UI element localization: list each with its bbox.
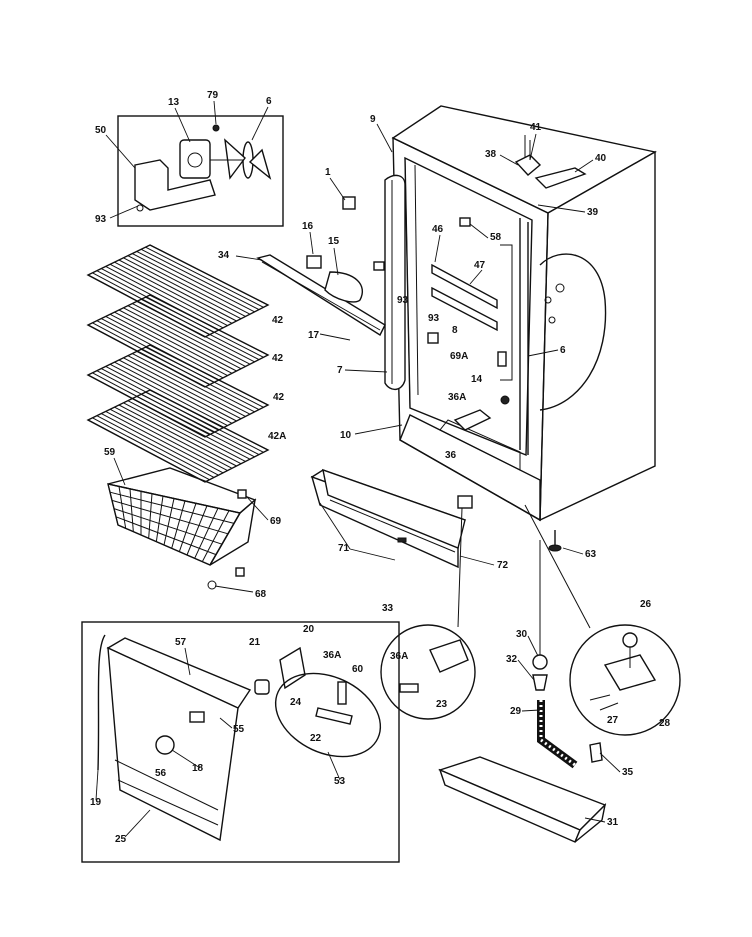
callout-42-c: 42 <box>273 392 285 403</box>
callout-13: 13 <box>168 97 180 108</box>
leader-lines <box>95 100 621 838</box>
callout-36A-a: 36A <box>448 392 466 403</box>
callout-46: 46 <box>432 224 444 235</box>
wire-shelf <box>86 344 270 438</box>
callout-10: 10 <box>340 430 352 441</box>
callout-93-c: 93 <box>95 214 107 225</box>
callout-60: 60 <box>352 664 364 675</box>
callout-1: 1 <box>325 167 331 178</box>
wire-shelf <box>86 244 270 338</box>
basket-wire <box>107 483 241 514</box>
callout-68: 68 <box>255 589 267 600</box>
callout-42-a: 42 <box>272 315 284 326</box>
callout-24: 24 <box>290 697 302 708</box>
wire-shelf <box>86 294 270 388</box>
callout-32: 32 <box>506 654 518 665</box>
callout-19: 19 <box>90 797 102 808</box>
basket-wire <box>129 488 134 532</box>
callout-15: 15 <box>328 236 340 247</box>
callout-35: 35 <box>622 767 634 778</box>
callout-42-b: 42 <box>272 353 284 364</box>
callout-30: 30 <box>516 629 528 640</box>
basket-wire <box>117 524 211 566</box>
callout-36A-c: 36A <box>323 650 341 661</box>
callout-6-a: 6 <box>266 96 272 107</box>
callout-29: 29 <box>510 706 522 717</box>
callout-27: 27 <box>607 715 619 726</box>
basket-wire <box>163 498 175 546</box>
callout-58: 58 <box>490 232 502 243</box>
wire-shelves <box>86 244 270 483</box>
callout-34: 34 <box>218 250 230 261</box>
basket-wire <box>178 503 197 552</box>
callout-38: 38 <box>485 149 497 160</box>
drain-assembly <box>438 540 607 843</box>
callout-36A-b: 36A <box>390 651 408 662</box>
callout-42A: 42A <box>268 431 286 442</box>
callout-21: 21 <box>249 637 261 648</box>
callout-6-b: 6 <box>560 345 566 356</box>
callout-59: 59 <box>104 447 116 458</box>
wire-shelf <box>86 389 270 483</box>
fan-motor-inset <box>117 115 284 227</box>
callout-25: 25 <box>115 834 127 845</box>
basket-wire <box>194 507 219 559</box>
basket-wire <box>115 516 217 556</box>
callout-47: 47 <box>474 260 486 271</box>
basket-wire <box>109 491 235 524</box>
clip-69 <box>237 489 247 499</box>
callout-71: 71 <box>338 543 350 554</box>
basket-wire <box>209 512 241 566</box>
drawer-panel-inset <box>81 621 400 863</box>
callout-63: 63 <box>585 549 597 560</box>
callout-69: 69 <box>270 516 282 527</box>
callout-50: 50 <box>95 125 107 136</box>
callout-72: 72 <box>497 560 509 571</box>
callout-57: 57 <box>175 637 187 648</box>
basket-wire <box>111 499 229 535</box>
callout-40: 40 <box>595 153 607 164</box>
callout-55: 55 <box>233 724 245 735</box>
callout-93-b: 93 <box>428 313 440 324</box>
callout-9: 9 <box>370 114 376 125</box>
callout-56: 56 <box>155 768 167 779</box>
callout-20: 20 <box>303 624 315 635</box>
basket-wire <box>155 496 164 542</box>
callout-36-a: 36 <box>445 450 457 461</box>
callout-7: 7 <box>337 365 343 376</box>
basket-wire <box>107 483 119 526</box>
clip-68 <box>235 567 245 577</box>
callout-93-a: 93 <box>397 295 409 306</box>
callout-79: 79 <box>207 90 219 101</box>
callout-69A: 69A <box>450 351 468 362</box>
callout-8: 8 <box>452 325 458 336</box>
callout-41: 41 <box>530 122 542 133</box>
bracket-detail <box>380 495 476 720</box>
basket-wire <box>171 500 186 549</box>
hinge-detail <box>524 504 681 736</box>
basket-wire <box>186 505 208 556</box>
callout-23: 23 <box>436 699 448 710</box>
basket <box>107 467 257 566</box>
callout-16: 16 <box>302 221 314 232</box>
callout-31: 31 <box>607 817 619 828</box>
callout-28: 28 <box>659 718 671 729</box>
callout-26: 26 <box>640 599 652 610</box>
callout-17: 17 <box>308 330 320 341</box>
fan-bracket-assembly <box>256 196 386 337</box>
callout-18: 18 <box>192 763 204 774</box>
callout-53: 53 <box>334 776 346 787</box>
basket-wire <box>118 486 127 529</box>
toe-grille <box>310 468 467 569</box>
callout-33: 33 <box>382 603 394 614</box>
callout-39: 39 <box>587 207 599 218</box>
basket-wire <box>148 493 153 539</box>
basket-wire <box>113 508 223 545</box>
callout-14: 14 <box>471 374 483 385</box>
cabinet <box>384 105 657 552</box>
callout-22: 22 <box>310 733 322 744</box>
basket-wire <box>201 510 230 562</box>
callout-labels: 9 41 38 40 39 58 46 47 93 93 8 69A 6 14 … <box>90 90 671 845</box>
